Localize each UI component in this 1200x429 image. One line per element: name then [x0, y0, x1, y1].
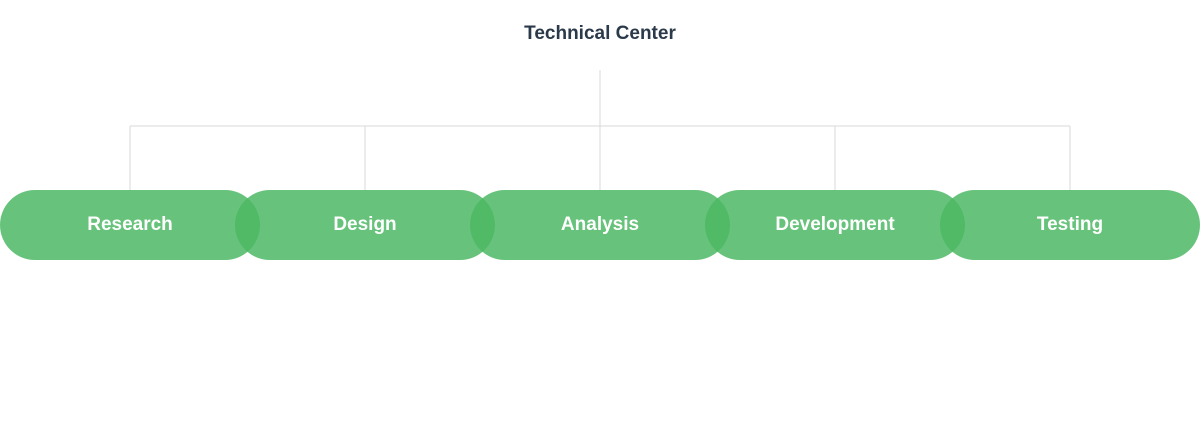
- stage-label: Design: [333, 214, 397, 235]
- root-node-title: Technical Center: [524, 23, 676, 44]
- stage-research: Research: [0, 190, 260, 260]
- stage-label: Research: [87, 214, 173, 235]
- stage-label: Development: [775, 214, 895, 235]
- stage-testing: Testing: [940, 190, 1200, 260]
- stage-label: Analysis: [560, 214, 640, 235]
- stage-development: Development: [705, 190, 965, 260]
- stage-analysis: Analysis: [470, 190, 730, 260]
- stage-design: Design: [235, 190, 495, 260]
- stage-label: Testing: [1036, 214, 1104, 235]
